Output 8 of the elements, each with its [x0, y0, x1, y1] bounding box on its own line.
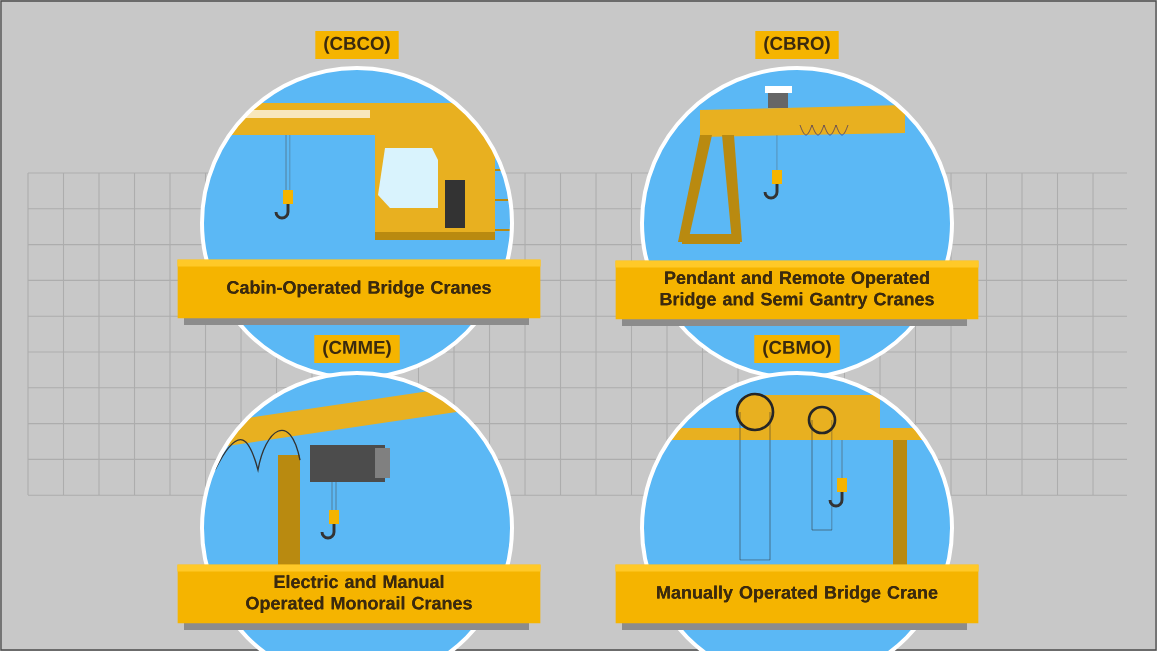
code-tag: (CBMO)	[754, 334, 840, 364]
title-banner: Cabin-Operated Bridge Cranes	[177, 259, 541, 325]
code-tag: (CBRO)	[755, 30, 839, 60]
code-tag: (CMME)	[314, 334, 400, 364]
title-banner: Pendant and Remote Operated Bridge and Semi Gantry Cranes	[615, 260, 979, 326]
code-tag: (CBCO)	[315, 30, 399, 60]
title-banner: Manually Operated Bridge Crane	[615, 564, 979, 630]
title-banner: Electric and Manual Operated Monorail Cranes	[177, 564, 541, 630]
